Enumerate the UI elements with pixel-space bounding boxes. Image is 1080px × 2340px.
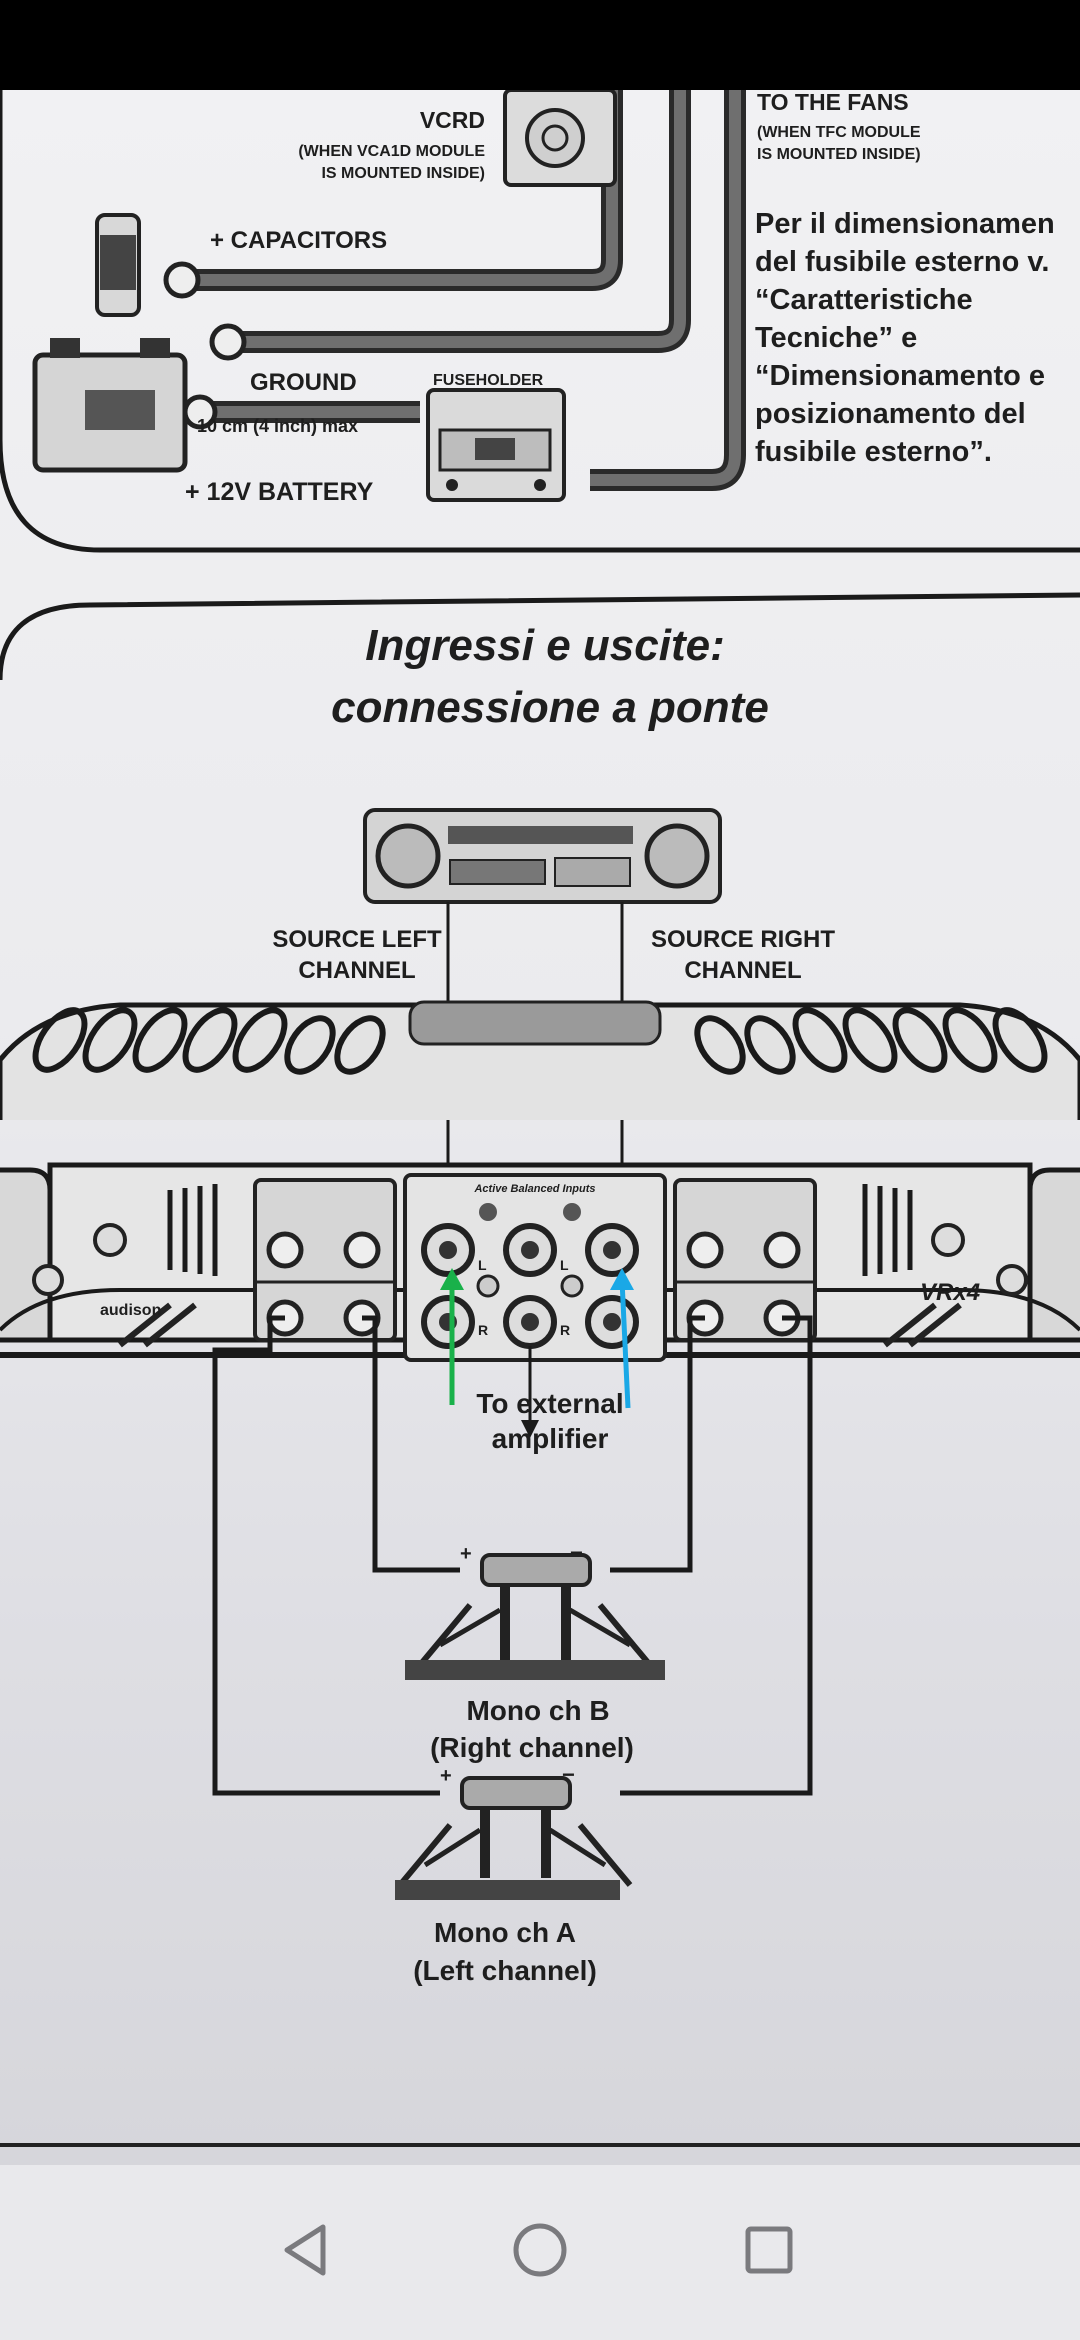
fans-note-2: IS MOUNTED INSIDE) bbox=[757, 146, 921, 163]
source-left-label-2: CHANNEL bbox=[298, 957, 415, 984]
blue-annotation-arrow bbox=[610, 1268, 634, 1409]
back-triangle-icon bbox=[284, 2224, 326, 2276]
capacitors-label: + CAPACITORS bbox=[210, 227, 387, 254]
battery-icon bbox=[32, 338, 188, 473]
right-speaker-terminals bbox=[673, 1178, 817, 1342]
fans-label: TO THE FANS bbox=[757, 90, 909, 115]
head-unit-radio bbox=[363, 808, 722, 904]
rca-l-label-2: L bbox=[560, 1257, 569, 1273]
battery-label: + 12V BATTERY bbox=[185, 478, 374, 506]
home-circle-icon bbox=[513, 2223, 567, 2277]
svg-text:posizionamento del: posizionamento del bbox=[755, 398, 1026, 430]
source-right-label-1: SOURCE RIGHT bbox=[651, 926, 835, 953]
recents-square-icon bbox=[745, 2226, 793, 2274]
speaker-b-label-1: Mono ch B bbox=[466, 1695, 609, 1726]
back-button[interactable] bbox=[263, 2205, 353, 2295]
amp-brand-label: audison bbox=[100, 1302, 161, 1319]
fuseholder-icon bbox=[426, 388, 566, 502]
length-label: 10 cm (4 inch) max bbox=[197, 416, 358, 436]
capacitor-icon bbox=[95, 213, 141, 317]
rca-r-label-1: R bbox=[478, 1322, 488, 1338]
speaker-b-label-2: (Right channel) bbox=[430, 1732, 634, 1763]
status-bar bbox=[0, 0, 1080, 90]
bridge-title-line1: Ingressi e uscite: bbox=[365, 621, 724, 670]
speaker-wiring bbox=[212, 1315, 813, 1796]
speaker-a-minus: − bbox=[562, 1762, 575, 1787]
rca-input-panel bbox=[403, 1173, 667, 1362]
svg-text:fusibile esterno”.: fusibile esterno”. bbox=[755, 436, 992, 468]
speaker-a-label-1: Mono ch A bbox=[434, 1917, 576, 1948]
speaker-a-plus: + bbox=[440, 1765, 452, 1787]
ground-label: GROUND bbox=[250, 369, 357, 396]
svg-text:“Caratteristiche: “Caratteristiche bbox=[755, 284, 973, 316]
rca-panel-label: Active Balanced Inputs bbox=[473, 1183, 595, 1195]
external-amp-label-2: amplifier bbox=[492, 1423, 609, 1454]
speaker-a-icon bbox=[395, 1776, 633, 1900]
fuse-side-text: Per il dimensionamen del fusibile estern… bbox=[755, 208, 1055, 468]
bridge-title-line2: connessione a ponte bbox=[331, 683, 769, 732]
green-annotation-arrow bbox=[440, 1268, 464, 1405]
navigation-bar bbox=[0, 2165, 1080, 2340]
svg-text:“Dimensionamento e: “Dimensionamento e bbox=[755, 360, 1045, 392]
speaker-b-minus: − bbox=[570, 1540, 583, 1565]
svg-text:del fusibile esterno v.: del fusibile esterno v. bbox=[755, 246, 1049, 278]
svg-text:Tecniche” e: Tecniche” e bbox=[755, 322, 917, 354]
home-button[interactable] bbox=[495, 2205, 585, 2295]
left-speaker-terminals bbox=[253, 1178, 397, 1342]
source-left-label-1: SOURCE LEFT bbox=[272, 926, 442, 953]
recents-button[interactable] bbox=[724, 2205, 814, 2295]
external-amp-label-1: To external bbox=[476, 1388, 623, 1419]
source-right-label-2: CHANNEL bbox=[684, 957, 801, 984]
bridge-connection-panel: Ingressi e uscite: connessione a ponte S… bbox=[0, 592, 1080, 2147]
vcrd-note-2: IS MOUNTED INSIDE) bbox=[321, 165, 485, 182]
fuseholder-label: FUSEHOLDER bbox=[433, 372, 544, 389]
amp-model-label: VRx4 bbox=[920, 1279, 980, 1306]
vcrd-module bbox=[503, 90, 617, 187]
power-wiring-panel: VCRD (WHEN VCA1D MODULE IS MOUNTED INSID… bbox=[0, 90, 1080, 553]
vcrd-note-1: (WHEN VCA1D MODULE bbox=[298, 143, 485, 160]
fans-note-1: (WHEN TFC MODULE bbox=[757, 124, 921, 141]
rca-r-label-2: R bbox=[560, 1322, 570, 1338]
speaker-b-plus: + bbox=[460, 1543, 472, 1565]
manual-photo: VCRD (WHEN VCA1D MODULE IS MOUNTED INSID… bbox=[0, 90, 1080, 2165]
rca-l-label-1: L bbox=[478, 1257, 487, 1273]
speaker-a-label-2: (Left channel) bbox=[413, 1955, 597, 1986]
vcrd-label: VCRD bbox=[420, 107, 485, 133]
svg-text:Per il dimensionamen: Per il dimensionamen bbox=[755, 208, 1055, 240]
speaker-b-icon bbox=[405, 1553, 665, 1680]
